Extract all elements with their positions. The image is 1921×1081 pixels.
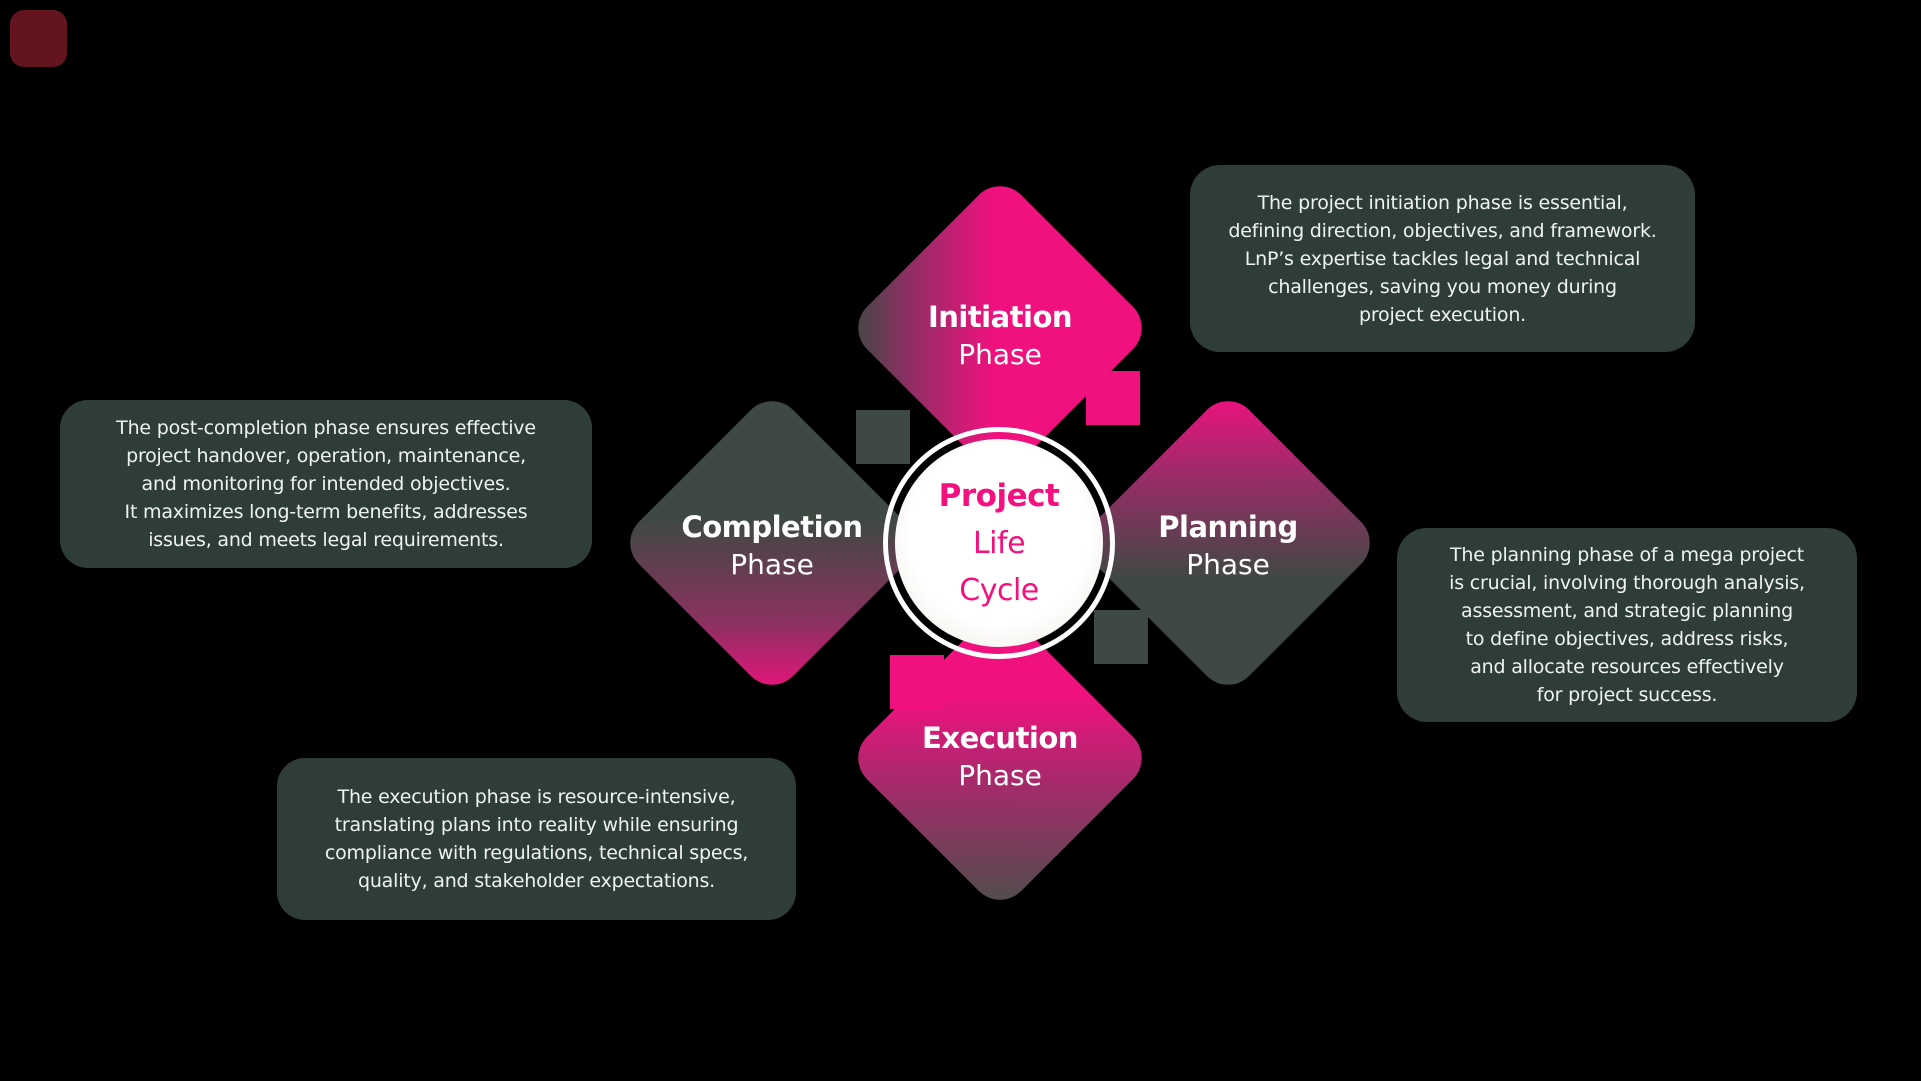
center-circle: Project Life Cycle — [895, 439, 1103, 647]
phase-subtitle: Phase — [958, 759, 1042, 792]
connector-tab-planning — [1094, 610, 1148, 664]
description-box-execution: The execution phase is resource-intensiv… — [277, 758, 796, 920]
description-box-initiation: The project initiation phase is essentia… — [1190, 165, 1695, 352]
connector-tab-initiation — [1086, 371, 1140, 425]
phase-title: Completion — [681, 510, 863, 544]
phase-subtitle: Phase — [958, 338, 1042, 371]
center-title: Project Life Cycle — [939, 473, 1060, 614]
phase-title: Initiation — [927, 300, 1073, 334]
center-circle-ring — [883, 427, 1115, 659]
connector-tab-completion — [856, 410, 910, 464]
connector-tab-execution — [890, 655, 944, 709]
phase-label-completion: Completion Phase — [681, 509, 863, 583]
description-box-completion: The post-completion phase ensures effect… — [60, 400, 592, 568]
corner-accent-square — [10, 10, 67, 67]
phase-label-execution: Execution Phase — [922, 720, 1078, 794]
center-title-line3: Cycle — [959, 572, 1039, 608]
phase-subtitle: Phase — [730, 548, 814, 581]
phase-title: Planning — [1158, 510, 1298, 544]
phase-label-planning: Planning Phase — [1158, 509, 1298, 583]
center-title-line2: Life — [972, 525, 1026, 561]
phase-subtitle: Phase — [1186, 548, 1270, 581]
phase-label-initiation: Initiation Phase — [927, 299, 1073, 373]
center-title-line1: Project — [938, 477, 1060, 514]
phase-title: Execution — [922, 721, 1078, 755]
